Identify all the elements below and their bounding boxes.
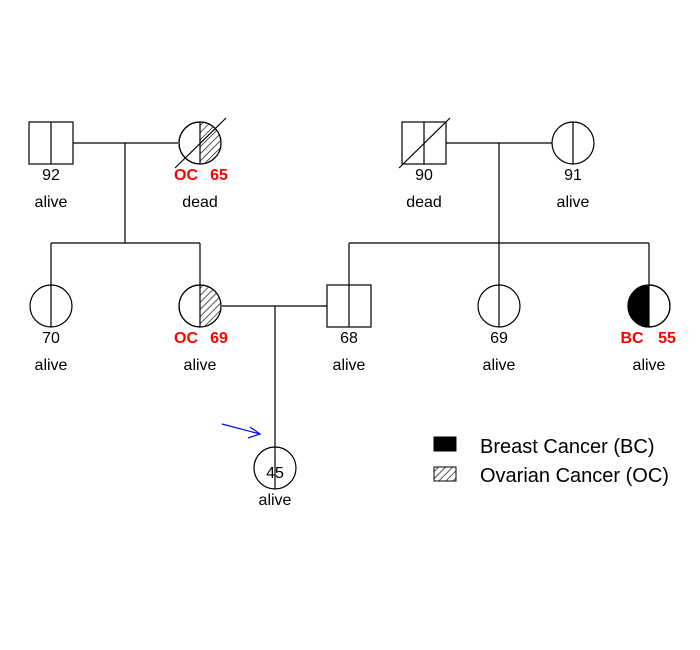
age-label: 69	[490, 330, 508, 347]
ovarian-cancer-fill	[200, 122, 221, 164]
diagnosis-label: OC	[174, 167, 198, 184]
proband-arrow-icon	[221, 423, 261, 435]
status-label: alive	[333, 357, 366, 374]
age-label: 68	[340, 330, 358, 347]
maternal-grandfather: 92 alive	[28, 121, 74, 211]
pedigree-lines	[50, 142, 650, 447]
status-label: alive	[483, 357, 516, 374]
maternal-aunt: 70 alive	[29, 284, 73, 374]
paternal-grandfather: 90 dead	[398, 117, 451, 211]
legend-ovarian-cancer: Ovarian Cancer (OC)	[480, 465, 669, 487]
proband-arrow-head-icon	[247, 426, 262, 439]
status-label: dead	[406, 194, 442, 211]
age-label: 65	[210, 167, 228, 184]
ovarian-cancer-fill	[200, 285, 221, 327]
legend: Breast Cancer (BC) Ovarian Cancer (OC)	[433, 436, 669, 487]
age-label: 45	[266, 465, 284, 482]
status-label: alive	[259, 492, 292, 509]
status-label: alive	[35, 194, 68, 211]
age-label: 91	[564, 167, 582, 184]
deceased-slash	[174, 117, 227, 169]
status-label: alive	[557, 194, 590, 211]
age-label: 92	[42, 167, 60, 184]
status-label: alive	[184, 357, 217, 374]
age-label: 90	[415, 167, 433, 184]
proband: 45 alive	[221, 423, 297, 509]
age-label: 69	[210, 330, 228, 347]
breast-cancer-swatch	[433, 436, 457, 452]
deceased-slash	[398, 117, 451, 169]
age-label: 70	[42, 330, 60, 347]
paternal-aunt: 69 alive	[477, 284, 521, 374]
status-label: dead	[182, 194, 218, 211]
paternal-grandmother: 91 alive	[551, 121, 595, 211]
diagnosis-label: BC	[620, 330, 644, 347]
mother: OC 69 alive	[174, 284, 228, 374]
maternal-grandmother: OC 65 dead	[174, 117, 228, 211]
diagnosis-label: OC	[174, 330, 198, 347]
father: 68 alive	[326, 284, 372, 374]
breast-cancer-fill	[628, 285, 649, 327]
ovarian-cancer-swatch	[433, 466, 457, 482]
legend-breast-cancer: Breast Cancer (BC)	[480, 436, 655, 458]
status-label: alive	[633, 357, 666, 374]
status-label: alive	[35, 357, 68, 374]
paternal-aunt-breast-cancer: BC 55 alive	[620, 284, 676, 374]
age-label: 55	[658, 330, 676, 347]
